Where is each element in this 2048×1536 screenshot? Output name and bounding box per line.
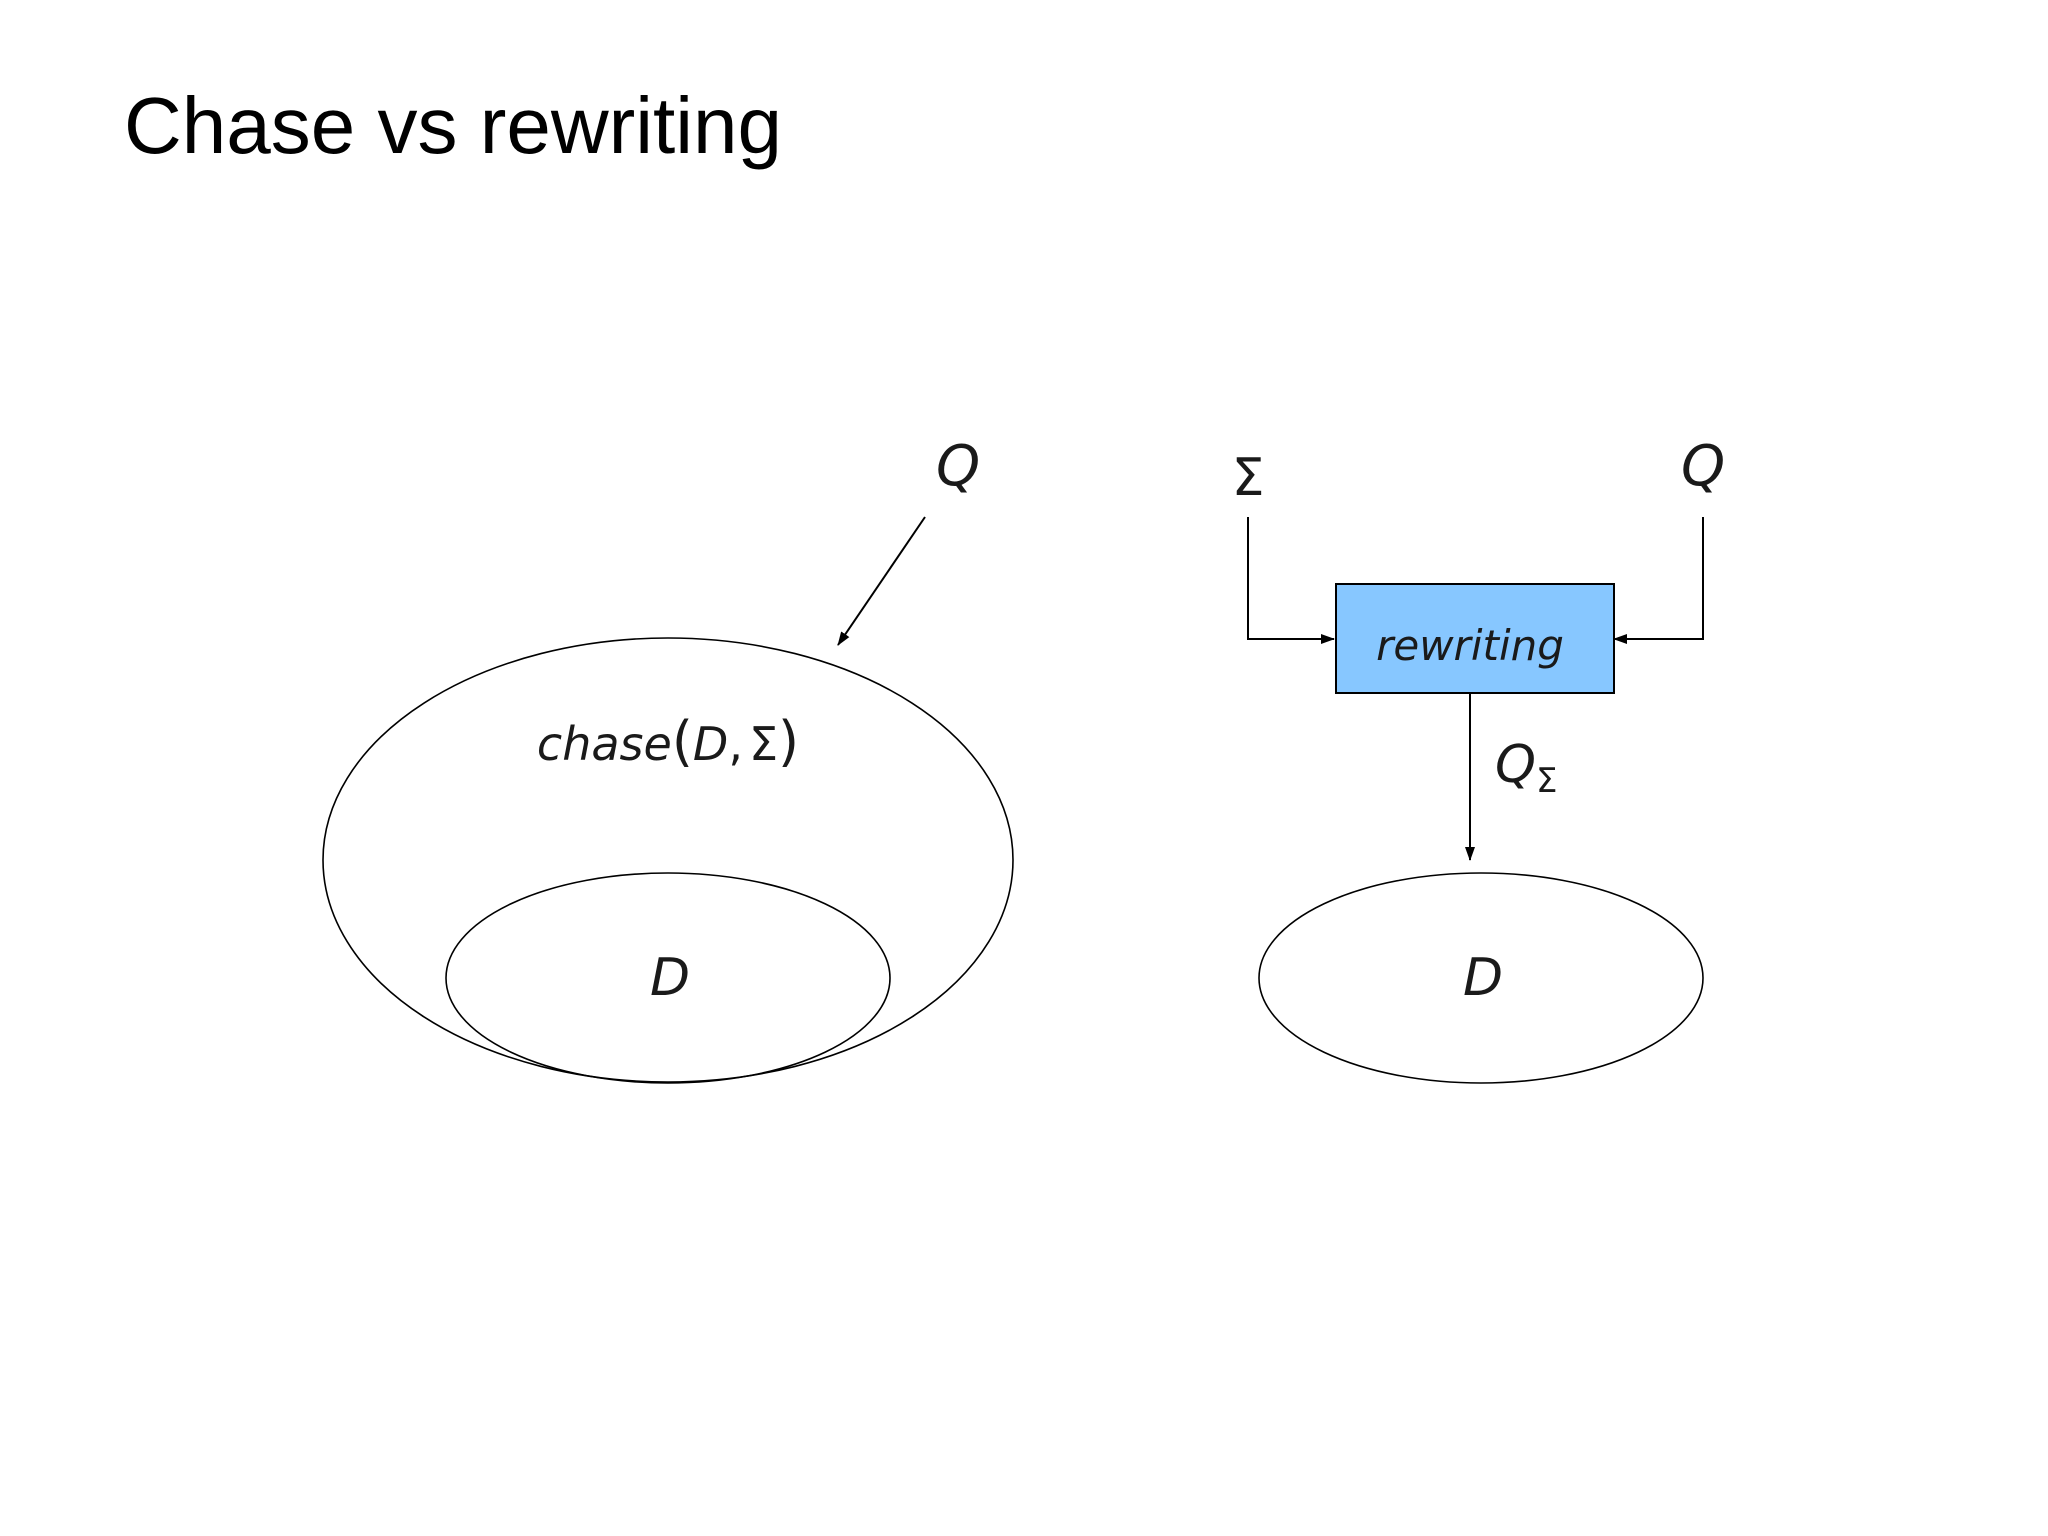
- chase-fn-name: chase: [537, 717, 672, 771]
- sigma-to-rewriting-arrow: [1247, 517, 1335, 644]
- rewriting-box-label: rewriting: [1376, 621, 1564, 670]
- database-ellipse-right: [1258, 872, 1704, 1084]
- sigma-label: Σ: [1232, 448, 1265, 508]
- chase-close-paren: ): [778, 710, 799, 773]
- chase-open-paren: (: [672, 710, 693, 773]
- left-database-label: D: [650, 948, 690, 1008]
- chase-arg-sigma: Σ: [749, 717, 778, 771]
- chase-ellipse: [322, 637, 1014, 1083]
- chase-label: chase(D,Σ): [537, 710, 799, 773]
- rewriting-diagram: Σ Q rewriting QΣ D: [1232, 434, 1725, 1084]
- chase-diagram: Q chase(D,Σ) D: [322, 434, 1014, 1084]
- chase-comma: ,: [728, 717, 743, 771]
- database-ellipse-left: [445, 872, 891, 1084]
- query-to-chase-arrow: [837, 516, 926, 646]
- chase-arg-d: D: [693, 717, 728, 771]
- rewritten-query-subscript: Σ: [1536, 761, 1557, 801]
- rewritten-query-label: QΣ: [1495, 735, 1557, 801]
- rewriting-box: [1335, 583, 1615, 694]
- slide-title: Chase vs rewriting: [124, 81, 783, 170]
- left-query-label: Q: [936, 434, 980, 499]
- right-query-label: Q: [1681, 434, 1725, 499]
- right-database-label: D: [1463, 948, 1503, 1008]
- query-to-rewriting-arrow: [1613, 517, 1704, 644]
- rewritten-query-q: Q: [1495, 735, 1536, 795]
